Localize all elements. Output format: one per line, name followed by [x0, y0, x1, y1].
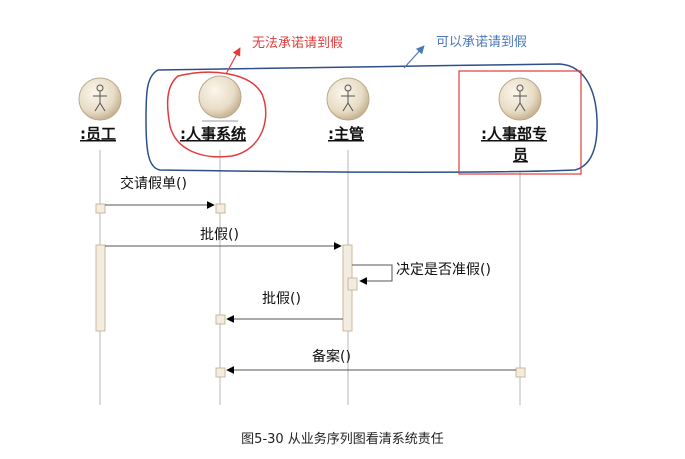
activation-employee-2: [95, 244, 106, 332]
actor-supervisor: :主管: [326, 77, 370, 143]
note-can-promise: 可以承诺请到假: [436, 35, 527, 50]
blue-hand-drawn-boundary: [145, 63, 598, 174]
actor-label-supervisor: :主管: [328, 125, 364, 143]
message-label-approve-1: 批假(): [200, 227, 239, 243]
actor-label-hr-system: :人事系统: [180, 125, 246, 143]
actor-label-employee: :员工: [80, 125, 116, 143]
red-highlight-box: [458, 70, 582, 175]
system-entity-icon: [198, 75, 242, 119]
message-label-decide: 决定是否准假(): [396, 262, 491, 278]
message-label-submit: 交请假单(): [120, 175, 187, 192]
actor-label-hr-clerk-line2: 员: [513, 146, 528, 164]
message-label-record: 备案(): [312, 348, 351, 365]
activation-hr-system-3: [215, 367, 226, 378]
actor-hr-system: :人事系统: [180, 75, 246, 143]
stick-figure-icon: [93, 84, 107, 112]
message-label-approve-2: 批假(): [262, 291, 301, 307]
stick-figure-icon: [513, 84, 527, 112]
figure-caption: 图5-30 从业务序列图看清系统责任: [241, 432, 444, 447]
actor-hr-clerk: :人事部专 员: [481, 77, 547, 164]
activation-employee-1: [95, 203, 106, 214]
message-arrow-decide-self: [352, 264, 393, 285]
activation-hr-clerk: [515, 367, 526, 378]
red-arrow-icon: [225, 47, 241, 75]
actor-label-hr-clerk-line1: :人事部专: [481, 125, 547, 143]
note-cannot-promise: 无法承诺请到假: [252, 36, 343, 51]
annotation-system-boundary: 无法承诺请到假 可以承诺请到假: [145, 35, 598, 175]
actor-employee: :员工: [78, 77, 122, 143]
sequence-diagram: 交请假单() 批假() 决定是否准假() 批假() 备案() :员工 :人事系统: [78, 35, 598, 405]
activation-hr-system-1: [215, 203, 226, 214]
activations: [95, 203, 526, 378]
blue-arrow-icon: [403, 45, 425, 69]
activation-hr-system-2: [215, 314, 226, 325]
red-hand-drawn-circle: [166, 71, 267, 158]
stick-figure-icon: [341, 84, 355, 112]
messages: 交请假单() 批假() 决定是否准假() 批假() 备案(): [105, 175, 516, 374]
activation-supervisor-self: [347, 277, 358, 291]
